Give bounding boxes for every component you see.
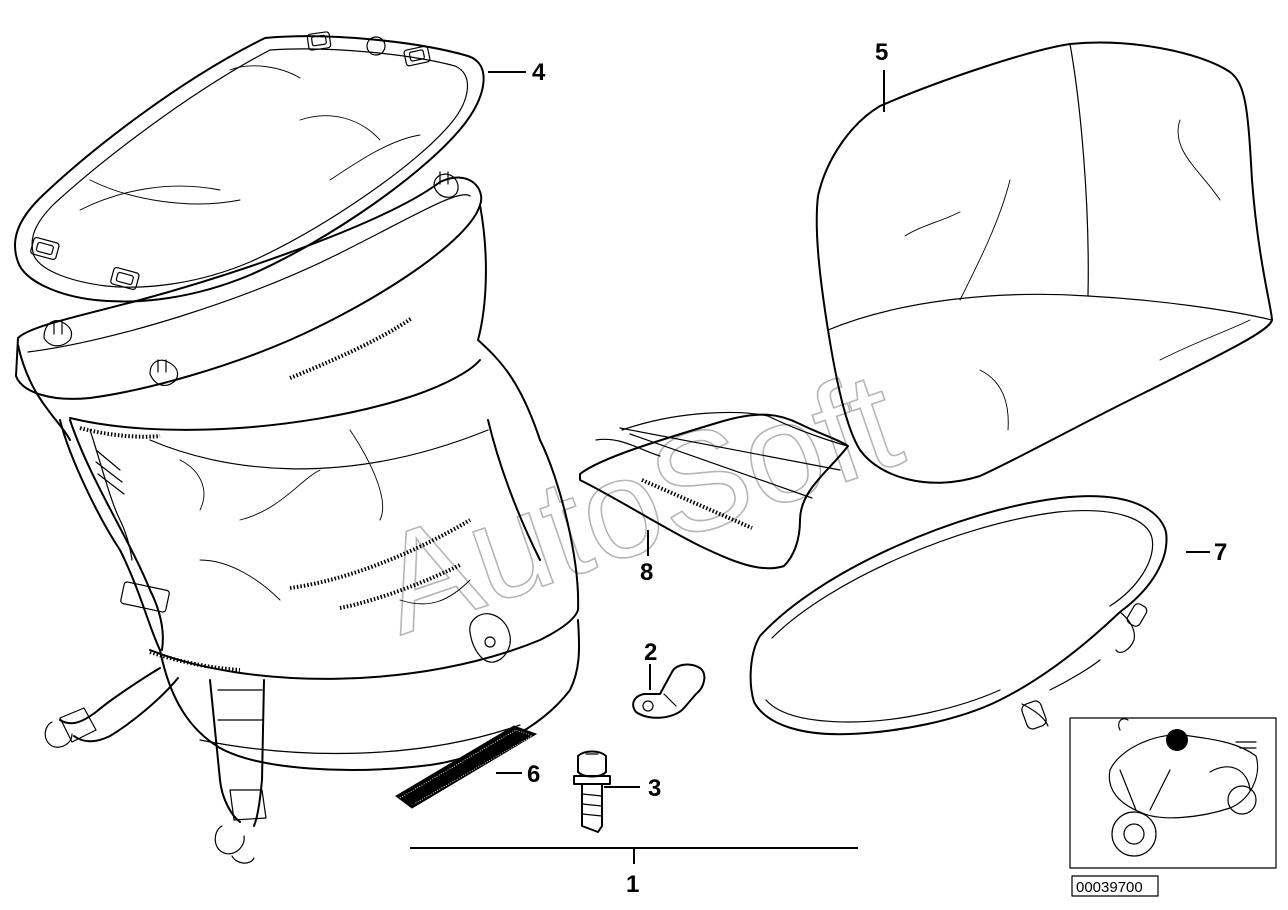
part-1-bag — [15, 171, 581, 864]
part-7-elastic-cord — [749, 495, 1168, 736]
part-4-lid — [14, 31, 485, 303]
reference-number: 00039700 — [1076, 879, 1143, 896]
callout-6: 6 — [527, 761, 540, 788]
callout-2: 2 — [644, 639, 657, 666]
watermark: AutoSoft — [358, 340, 918, 665]
location-marker-icon — [1166, 729, 1188, 751]
locator-inset: 00039700 — [1069, 717, 1277, 897]
callout-3: 3 — [648, 775, 661, 802]
part-5-rain-cover — [815, 41, 1273, 484]
part-6-velcro — [395, 725, 538, 809]
callout-4: 4 — [532, 59, 546, 86]
part-8-map-pocket — [579, 411, 849, 570]
callout-7: 7 — [1214, 539, 1227, 566]
callout-8: 8 — [640, 559, 653, 586]
motorcycle-thumbnail — [1108, 718, 1259, 857]
callout-1: 1 — [626, 871, 639, 898]
part-3-screw — [573, 750, 611, 833]
part-2-clamp — [632, 663, 706, 719]
callout-5: 5 — [875, 39, 888, 66]
callouts: 4 5 7 8 2 3 6 1 — [527, 39, 1227, 898]
watermark-text: AutoSoft — [359, 340, 918, 663]
leader-lines — [410, 70, 1210, 864]
